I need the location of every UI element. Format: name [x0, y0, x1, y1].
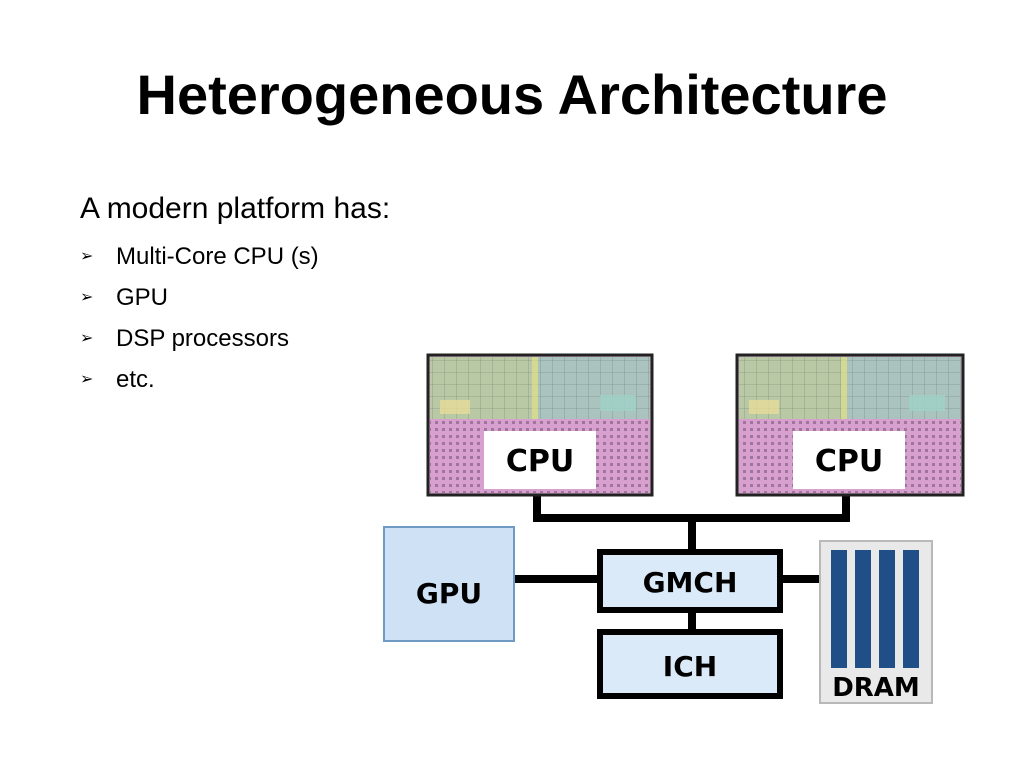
bullet-text: Multi-Core CPU (s) — [116, 242, 319, 270]
cpu-label-box — [484, 431, 596, 489]
dram-module: DRAM — [819, 540, 933, 704]
slide-title: Heterogeneous Architecture — [136, 63, 888, 126]
arrow-bullet-icon: ➢ — [80, 288, 94, 306]
bullet-list: ➢ Multi-Core CPU (s) ➢ GPU ➢ DSP processors… — [80, 236, 319, 400]
intro-text: A modern platform has: — [80, 192, 391, 225]
bullet-text: DSP processors — [116, 324, 289, 352]
list-item: ➢ GPU — [80, 277, 319, 318]
gmch-block: GMCH — [597, 549, 783, 613]
arrow-bullet-icon: ➢ — [80, 370, 94, 388]
arrow-bullet-icon: ➢ — [80, 329, 94, 347]
bullet-text: etc. — [116, 365, 155, 393]
dram-label: DRAM — [832, 673, 920, 703]
bus-lines — [514, 494, 850, 632]
bullet-text: GPU — [116, 283, 169, 311]
cpu-die-right: CPU — [735, 353, 965, 497]
ich-label: ICH — [663, 650, 717, 683]
cpu-left-label: CPU — [506, 444, 574, 479]
list-item: ➢ DSP processors — [80, 318, 319, 359]
gmch-label: GMCH — [643, 566, 738, 599]
cpu-die-left: CPU — [426, 353, 654, 497]
list-item: ➢ Multi-Core CPU (s) — [80, 236, 319, 277]
cpu-label-box — [793, 431, 905, 489]
arrow-bullet-icon: ➢ — [80, 247, 94, 265]
list-item: ➢ etc. — [80, 359, 319, 400]
gpu-label: GPU — [416, 577, 482, 610]
cpu-right-label: CPU — [815, 444, 883, 479]
gpu-block: GPU — [383, 526, 515, 642]
ich-block: ICH — [597, 629, 783, 699]
